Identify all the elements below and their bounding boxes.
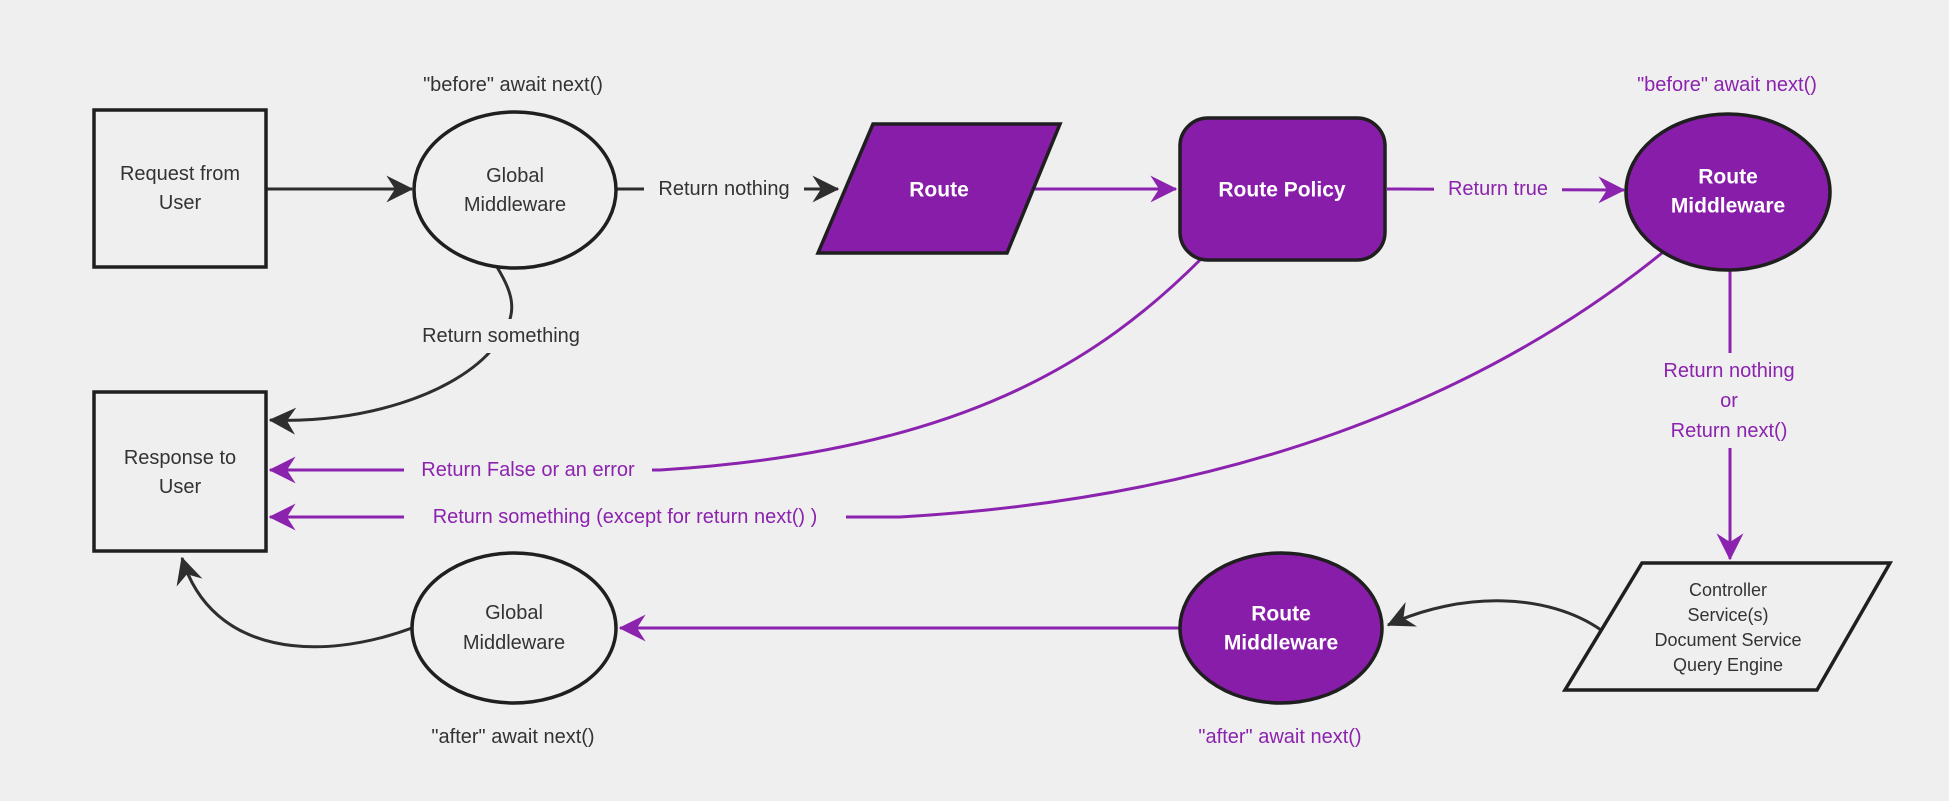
label-return-nothing: Return nothing	[658, 178, 789, 200]
node-route-label: Route	[909, 179, 969, 202]
node-response-to-user-label-line1: Response to	[124, 447, 236, 469]
label-bg-return-true	[1434, 174, 1562, 204]
node-route-middleware-bottom	[1178, 551, 1384, 705]
node-response-to-user	[92, 390, 268, 553]
node-global-middleware-top-label-line2: Middleware	[464, 194, 566, 216]
label-after-await-next-route: "after" await next()	[1198, 726, 1361, 748]
node-global-middleware-top	[412, 110, 618, 270]
node-route-middleware-bottom-label-line2: Middleware	[1224, 632, 1338, 655]
edge-return-something-to-response	[268, 266, 514, 435]
label-return-nothing-or-next-line3: Return next()	[1671, 420, 1788, 442]
node-request-from-user-label-line1: Request from	[120, 163, 240, 185]
label-return-something: Return something	[422, 325, 580, 347]
label-return-nothing-or-next-line1: Return nothing	[1663, 360, 1794, 382]
node-route-middleware-top	[1624, 112, 1832, 272]
node-request-from-user-label-line2: User	[159, 192, 202, 214]
edge-return-false-to-response	[268, 257, 1203, 484]
label-return-nothing-or-next-line2: or	[1720, 390, 1738, 412]
node-global-middleware-bottom-label-line1: Global	[485, 602, 543, 624]
label-before-await-next-global: "before" await next()	[423, 74, 603, 96]
node-services-label-line2: Service(s)	[1687, 605, 1768, 625]
edges	[176, 175, 1744, 649]
edge-return-something-except-to-response	[268, 251, 1663, 531]
label-return-false-or-error: Return False or an error	[421, 459, 635, 481]
node-services-label-line4: Query Engine	[1673, 655, 1783, 675]
edge-labels: "before" await next() "before" await nex…	[421, 74, 1817, 748]
label-return-something-except: Return something (except for return next…	[433, 506, 818, 528]
label-after-await-next-global: "after" await next()	[431, 726, 594, 748]
label-bg-return-nothing	[644, 174, 804, 204]
nodes: Request from User Global Middleware Rout…	[92, 108, 1894, 705]
node-route-middleware-top-label-line2: Middleware	[1671, 195, 1785, 218]
node-route-policy	[1178, 116, 1387, 262]
label-bg-return-false	[404, 453, 652, 487]
label-bg-return-something	[406, 319, 596, 353]
edge-global-middleware-after-to-response	[176, 556, 413, 649]
node-global-middleware-top-label-line1: Global	[486, 165, 544, 187]
node-route	[815, 122, 1063, 255]
label-bg-return-something-except	[404, 500, 846, 534]
edge-label-backgrounds	[404, 174, 1816, 534]
label-before-await-next-route: "before" await next()	[1637, 74, 1817, 96]
label-return-true: Return true	[1448, 178, 1548, 200]
node-services-label-line1: Controller	[1689, 580, 1767, 600]
edge-services-to-route-middleware-after	[1386, 599, 1602, 632]
node-global-middleware-bottom	[410, 551, 618, 705]
node-global-middleware-bottom-label-line2: Middleware	[463, 632, 565, 654]
node-response-to-user-label-line2: User	[159, 476, 202, 498]
label-bg-return-nothing-or-next	[1644, 353, 1816, 448]
node-services-label-line3: Document Service	[1654, 630, 1801, 650]
node-request-from-user	[92, 108, 268, 269]
node-route-policy-label: Route Policy	[1218, 179, 1346, 202]
node-route-middleware-bottom-label-line1: Route	[1251, 603, 1311, 626]
node-route-middleware-top-label-line1: Route	[1698, 166, 1758, 189]
node-services	[1561, 561, 1894, 692]
